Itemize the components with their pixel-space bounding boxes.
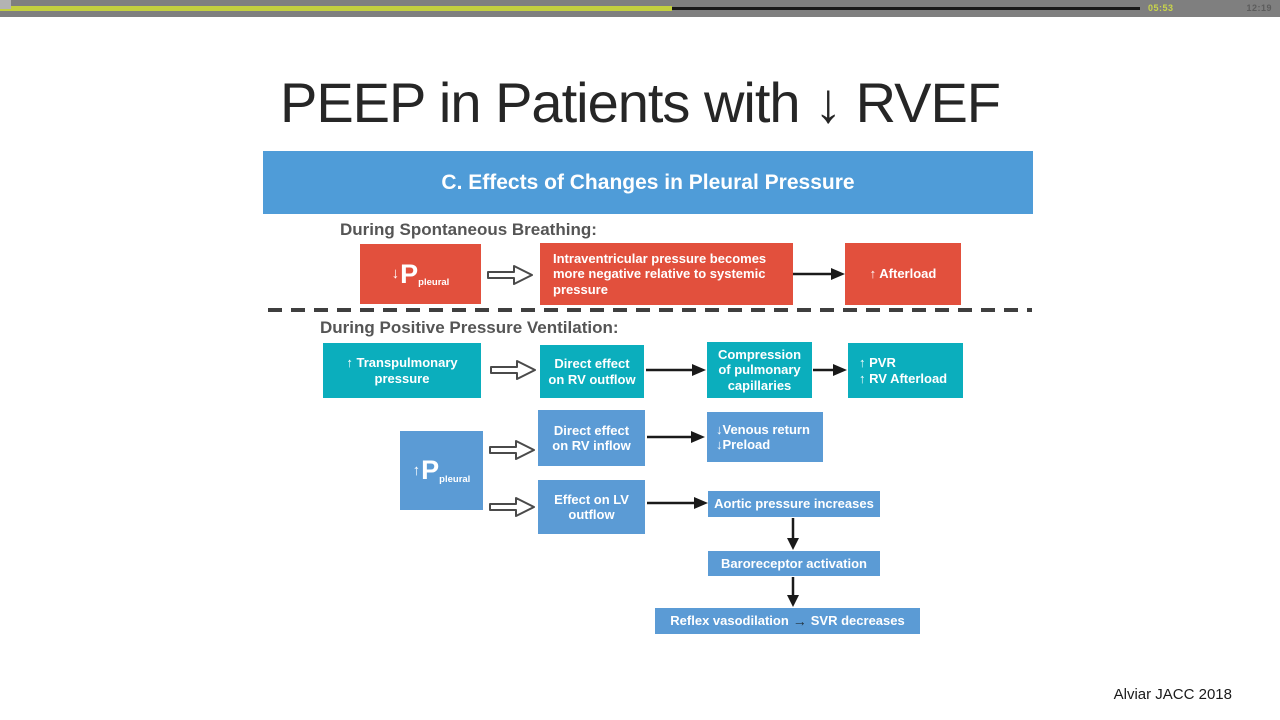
dashed-divider [268,308,1032,312]
diagram-header: C. Effects of Changes in Pleural Pressur… [263,151,1033,214]
box-afterload: ↑ Afterload [845,243,961,305]
box-transpulmonary: ↑ Transpulmonary pressure [323,343,481,398]
down-arrow-icon [785,577,801,607]
box-intraventricular: Intraventricular pressure becomes more n… [540,243,793,305]
box-compression: Compression of pulmonary capillaries [707,342,812,398]
slide-title: PEEP in Patients with ↓ RVEF [279,71,1001,134]
box-rv-inflow: Direct effect on RV inflow [538,410,645,466]
inline-right-arrow-glyph: → [792,612,807,629]
right-arrow-icon [646,362,706,378]
hollow-arrow-icon [488,438,536,462]
hollow-arrow-icon [486,263,534,287]
seekbar-remaining [672,7,1140,10]
elapsed-time: 05:53 [1148,3,1174,13]
down-arrow-icon [785,518,801,550]
total-duration: 12:19 [1246,3,1272,13]
box-rv-outflow: Direct effect on RV outflow [540,345,644,398]
hollow-arrow-icon [488,495,536,519]
up-arrow-glyph: ↑ [412,461,421,479]
hollow-arrow-icon [489,358,537,382]
down-arrow-glyph: ↓ [391,265,400,283]
citation: Alviar JACC 2018 [1113,686,1232,703]
right-arrow-icon [647,429,705,445]
right-arrow-icon [813,362,847,378]
box-aortic-pressure: Aortic pressure increases [708,491,880,517]
right-arrow-icon [793,266,845,282]
box-lv-outflow: Effect on LV outflow [538,480,645,534]
box-venous-return: ↓Venous return ↓Preload [707,412,823,462]
right-arrow-icon [647,495,708,511]
section-label-ppv: During Positive Pressure Ventilation: [320,318,619,337]
box-baroreceptor: Baroreceptor activation [708,551,880,576]
section-label-spontaneous: During Spontaneous Breathing: [340,220,597,239]
box-reflex-vasodilation: Reflex vasodilation→SVR decreases [655,608,920,634]
box-pvr-afterload: ↑ PVR ↑ RV Afterload [848,343,963,398]
video-seekbar[interactable]: 05:53 12:19 [0,0,1280,17]
seekbar-thumb[interactable] [0,0,11,9]
seekbar-played [0,6,672,11]
